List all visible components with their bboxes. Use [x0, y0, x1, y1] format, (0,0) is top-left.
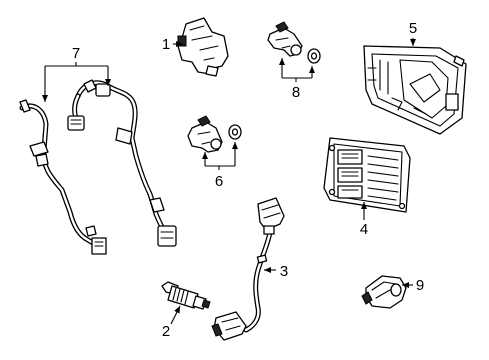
callout-9: 9	[416, 277, 424, 294]
callout-3: 3	[280, 263, 288, 280]
wiring-harness-part-7	[19, 79, 177, 255]
leader-6	[202, 142, 238, 170]
leader-8	[279, 58, 315, 82]
callout-6: 6	[215, 173, 223, 190]
callout-1: 1	[162, 36, 170, 53]
part-6-sensor	[187, 115, 223, 153]
callout-2: 2	[162, 323, 170, 340]
part-8-washer	[307, 48, 321, 64]
part-6-washer	[228, 124, 242, 140]
part-8-sensor	[267, 21, 303, 57]
part-5-bracket	[363, 45, 467, 135]
part-9-connector	[361, 275, 407, 309]
part-1-sensor	[177, 17, 229, 77]
callout-5: 5	[409, 20, 417, 37]
part-4-control-module	[323, 137, 411, 213]
leader-2	[170, 305, 181, 325]
callout-4: 4	[360, 221, 368, 238]
part-2-plug	[161, 281, 211, 310]
part-3-sensor-lead	[211, 197, 285, 341]
callout-7: 7	[72, 45, 80, 62]
leader-7	[42, 62, 111, 102]
callout-8: 8	[292, 84, 300, 101]
